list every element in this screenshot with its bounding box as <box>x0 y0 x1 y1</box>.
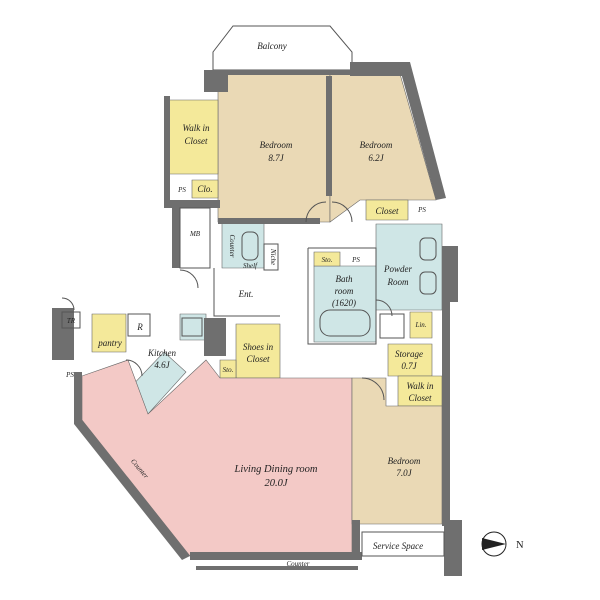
ent-label: Ent. <box>238 289 254 299</box>
shelf-label: Shelf <box>243 262 258 270</box>
outline-bath <box>307 247 377 345</box>
lin-label: Lin. <box>414 321 426 329</box>
powder-label-1: Powder <box>383 264 412 274</box>
closet-small-area <box>365 199 409 221</box>
balcony-label: Balcony <box>257 41 287 51</box>
shoes-label-2: Closet <box>246 354 270 364</box>
bath-label-1: Bath <box>336 274 353 284</box>
door-arc-bed-a <box>305 201 327 223</box>
outline-ent <box>213 268 280 317</box>
wall-top-left-pillar <box>204 70 228 92</box>
kitchen-size: 4.6J <box>154 360 170 370</box>
wall-bottom-right <box>352 520 360 560</box>
wall-mb-block <box>164 200 220 208</box>
door-arc-bed-b <box>331 201 353 223</box>
pantry-area <box>91 313 127 353</box>
living-area <box>81 359 353 557</box>
bath-label-3: (1620) <box>332 298 356 308</box>
ps-right-label: PS <box>417 206 426 214</box>
wall-left-mid <box>172 208 180 268</box>
tr-label: TR <box>67 317 76 325</box>
bedroom-a-size: 8.7J <box>268 153 284 163</box>
mb-label: MB <box>189 230 201 238</box>
outline-mb <box>179 207 211 269</box>
wall-right-col <box>442 246 458 302</box>
bath-label-2: room <box>335 286 354 296</box>
north-arrow-icon <box>481 531 507 557</box>
outline-service <box>361 531 445 557</box>
outline-bathtub <box>319 309 371 337</box>
ps-top-label: PS <box>177 186 186 194</box>
bath-storage-area <box>313 251 341 267</box>
outline-toilet <box>241 231 259 261</box>
wall-bed-bottom <box>218 218 320 224</box>
closet-small-label: Closet <box>375 206 399 216</box>
wall-pillar-left <box>52 308 74 360</box>
door-arc-ent <box>179 269 199 289</box>
wall-right-bottom-block <box>444 520 462 576</box>
wall-counter-line <box>196 566 358 570</box>
bedroom-c-size: 7.0J <box>396 468 412 478</box>
outline-tr <box>61 311 81 329</box>
clo-label: Clo. <box>197 184 212 194</box>
outline-fridge <box>127 313 151 337</box>
pantry-label: pantry <box>97 338 122 348</box>
wall-right-top <box>398 62 446 200</box>
bedroom-a-name: Bedroom <box>260 140 293 150</box>
powder-label-2: Room <box>387 277 409 287</box>
bedroom-b-size: 6.2J <box>368 153 384 163</box>
clo-area <box>191 179 219 199</box>
refrigerator-label: R <box>136 322 143 332</box>
lin-area <box>409 311 433 339</box>
wall-inner-divider <box>326 76 332 196</box>
door-arc-bed-c <box>361 377 385 401</box>
outline-sink-2 <box>419 271 437 295</box>
bedroom-b-name: Bedroom <box>360 140 393 150</box>
walk-in-closet-label-2: Closet <box>184 136 208 146</box>
living-name: Living Dining room <box>233 464 317 475</box>
wall-right-lower <box>442 302 450 526</box>
wall-top-right-pillar <box>350 62 402 76</box>
walk-in-2-label-2: Closet <box>408 393 432 403</box>
ps-left-label: PS <box>65 371 74 379</box>
outline-wm <box>379 313 405 339</box>
wall-left-top <box>164 96 170 208</box>
north-mark-label: N <box>516 540 524 551</box>
ps-bath-label: PS <box>351 256 360 264</box>
counter-wash-label: Counter <box>228 235 236 258</box>
outline-sink-1 <box>419 237 437 261</box>
sto-bath-label: Sto. <box>322 256 333 264</box>
storage-name: Storage <box>395 349 423 359</box>
bedroom-c-name: Bedroom <box>388 456 421 466</box>
counter-bottom-label: Counter <box>287 560 310 568</box>
outline-niche <box>263 243 279 271</box>
door-arc-bath <box>375 299 393 317</box>
living-size: 20.0J <box>264 478 288 489</box>
wall-kitchen-pillar <box>204 318 226 356</box>
kitchen-name: Kitchen <box>147 348 176 358</box>
shoes-label-1: Shoes in <box>243 342 274 352</box>
wall-top-mid <box>228 70 350 75</box>
walk-in-2-label-1: Walk in <box>407 381 434 391</box>
door-arc-tr <box>61 297 75 311</box>
service-space-label: Service Space <box>373 541 423 551</box>
door-arc-kitchen <box>125 359 143 377</box>
sto-shoes-label: Sto. <box>223 366 234 374</box>
storage-size: 0.7J <box>401 361 417 371</box>
outline-stove <box>181 317 203 337</box>
walk-in-closet-label-1: Walk in <box>183 123 210 133</box>
wall-bottom <box>190 552 362 560</box>
niche-label: Niche <box>269 248 277 265</box>
